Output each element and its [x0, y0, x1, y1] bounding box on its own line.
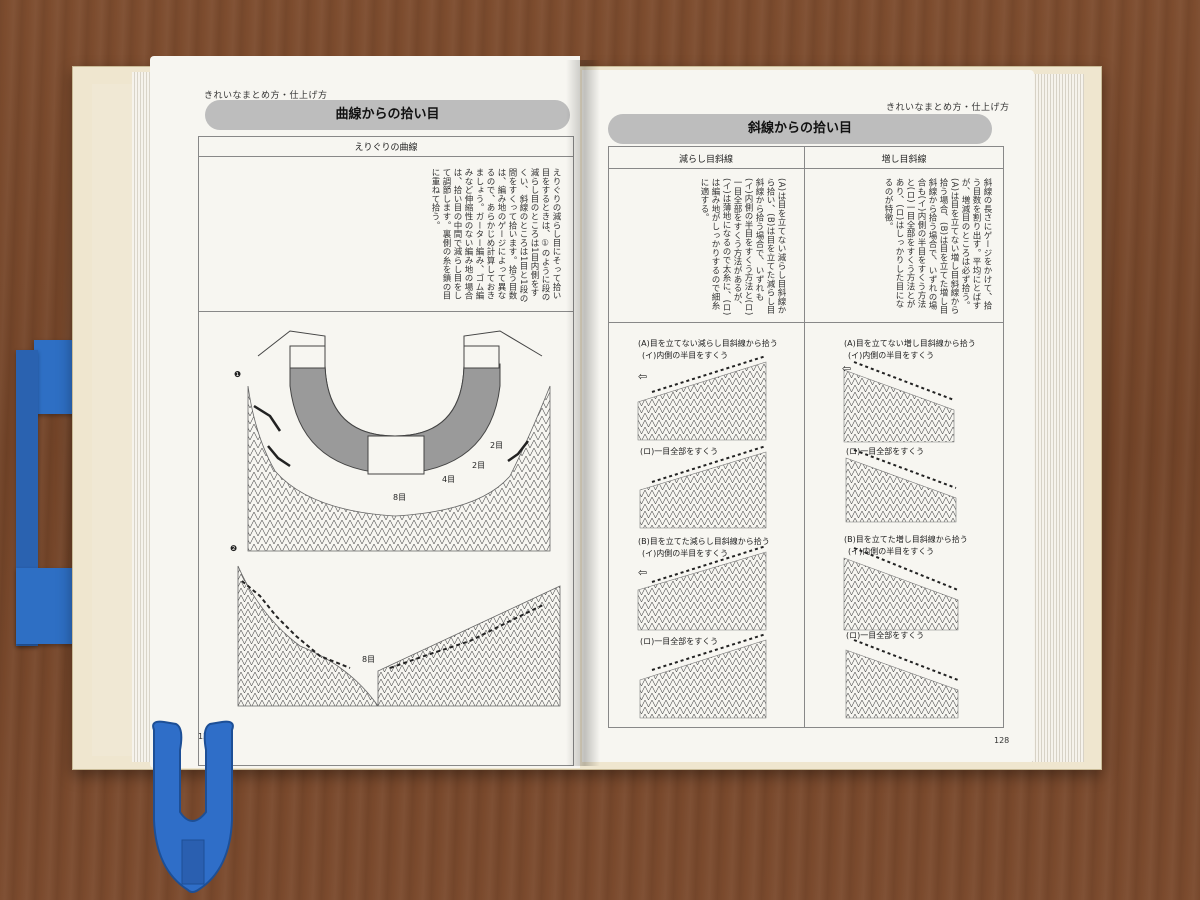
label-2me-a: 2目 — [490, 441, 504, 450]
slope-pickup-diagrams — [637, 355, 959, 719]
right-col1-body: (A)は目を立てない減らし目斜線から拾い、(B)は目を立てた減らし目斜線から拾う… — [699, 178, 786, 316]
left-header-rule — [198, 156, 574, 157]
col2-caption-b-i: (イ)内側の半目をすくう — [848, 547, 935, 556]
left-body-text: えりぐりの減らし目にそって拾い目をするときは、①のように段の減らし目のところは1… — [430, 168, 561, 303]
book-gutter-shadow — [566, 60, 600, 766]
col1-caption-b: (B)目を立てた減らし目斜線から拾う — [638, 537, 770, 546]
col1-caption-a-i: (イ)内側の半目をすくう — [642, 351, 729, 360]
right-col2-body: 斜線の長さにゲージをかけて、拾う目数を割り出す。平均にとばすが、増減目のところは… — [883, 178, 992, 315]
right-running-head: きれいなまとめ方・仕上げ方 — [886, 103, 1010, 113]
fig1-marker: ❶ — [234, 370, 242, 379]
binder-clip-icon — [152, 720, 234, 893]
left-content-frame — [198, 136, 574, 766]
right-page-title: 斜線からの拾い目 — [608, 114, 992, 144]
right-column-divider — [804, 146, 805, 728]
left-text-rule — [198, 311, 574, 312]
left-arrow-icon: ⇦ — [638, 566, 648, 579]
col2-caption-b-ro: (ロ)一目全部をすくう — [846, 631, 925, 640]
col2-caption-a-i: (イ)内側の半目をすくう — [848, 351, 935, 360]
right-page-number: 128 — [994, 736, 1010, 745]
left-arrow-icon: ⇦ — [842, 362, 852, 375]
col1-caption-b-i: (イ)内側の半目をすくう — [642, 549, 729, 558]
neckline-diagram — [237, 330, 561, 707]
right-text-rule — [608, 322, 1004, 323]
right-col2-header: 増し目斜線 — [881, 155, 927, 165]
right-header-rule — [608, 168, 1004, 169]
col1-caption-b-ro: (ロ)一目全部をすくう — [640, 637, 719, 646]
blue-holder-bottom — [16, 568, 76, 644]
cover-board-left — [92, 84, 135, 756]
left-page-title: 曲線からの拾い目 — [205, 100, 570, 130]
left-running-head: きれいなまとめ方・仕上げ方 — [204, 91, 328, 101]
col2-caption-a-ro: (ロ)一目全部をすくう — [846, 447, 925, 456]
left-column-header: えりぐりの曲線 — [354, 143, 418, 153]
label-4me: 4目 — [442, 475, 456, 484]
label-8me-a: 8目 — [393, 493, 407, 502]
label-2me-b: 2目 — [472, 461, 486, 470]
fig2-marker: ❷ — [230, 544, 238, 553]
col1-caption-a: (A)目を立てない減らし目斜線から拾う — [638, 339, 778, 348]
col2-caption-a: (A)目を立てない増し目斜線から拾う — [844, 339, 976, 348]
col1-caption-a-ro: (ロ)一目全部をすくう — [640, 447, 719, 456]
col2-caption-b: (B)目を立てた増し目斜線から拾う — [844, 535, 968, 544]
right-page: きれいなまとめ方・仕上げ方 斜線からの拾い目 減らし目斜線 増し目斜線 (A)は… — [582, 70, 1034, 762]
left-page: きれいなまとめ方・仕上げ方 曲線からの拾い目 えりぐりの曲線 えりぐりの減らし目… — [150, 56, 580, 768]
left-arrow-icon: ⇦ — [638, 370, 648, 383]
right-col1-header: 減らし目斜線 — [678, 155, 733, 165]
right-content-frame — [608, 146, 1004, 728]
label-8me-b: 8目 — [362, 655, 376, 664]
page-edges-right — [1030, 74, 1084, 762]
